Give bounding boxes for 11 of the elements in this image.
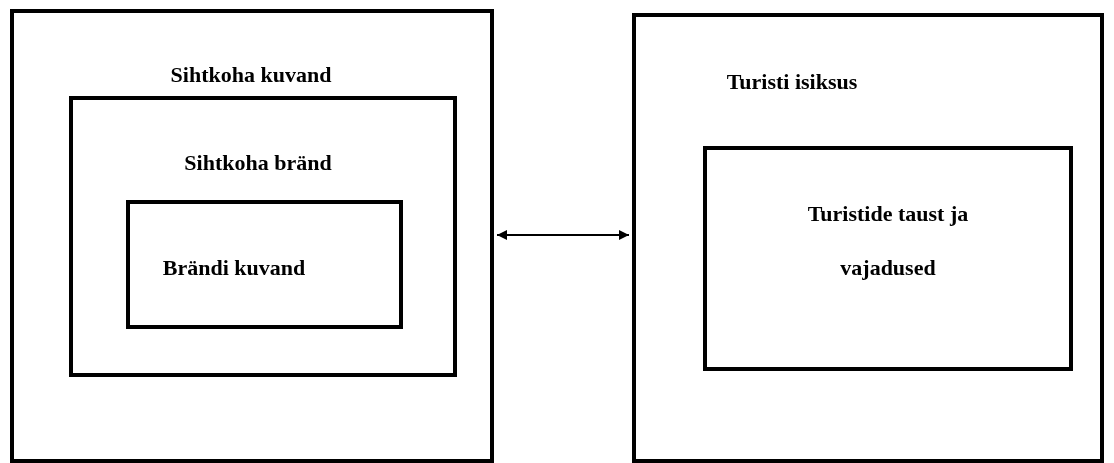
box [10,9,494,463]
box-heading: Sihtkoha bränd [183,149,333,177]
box [126,200,403,329]
box-heading: Brändi kuvand [161,254,307,282]
double-arrow [496,230,630,240]
box-heading: Sihtkoha kuvand [169,61,333,89]
box-heading: Turisti isiksus [725,68,859,96]
box [632,13,1104,463]
box-heading: Turistide taust ja vajadused [806,200,970,282]
box [703,146,1073,371]
box [69,96,457,377]
